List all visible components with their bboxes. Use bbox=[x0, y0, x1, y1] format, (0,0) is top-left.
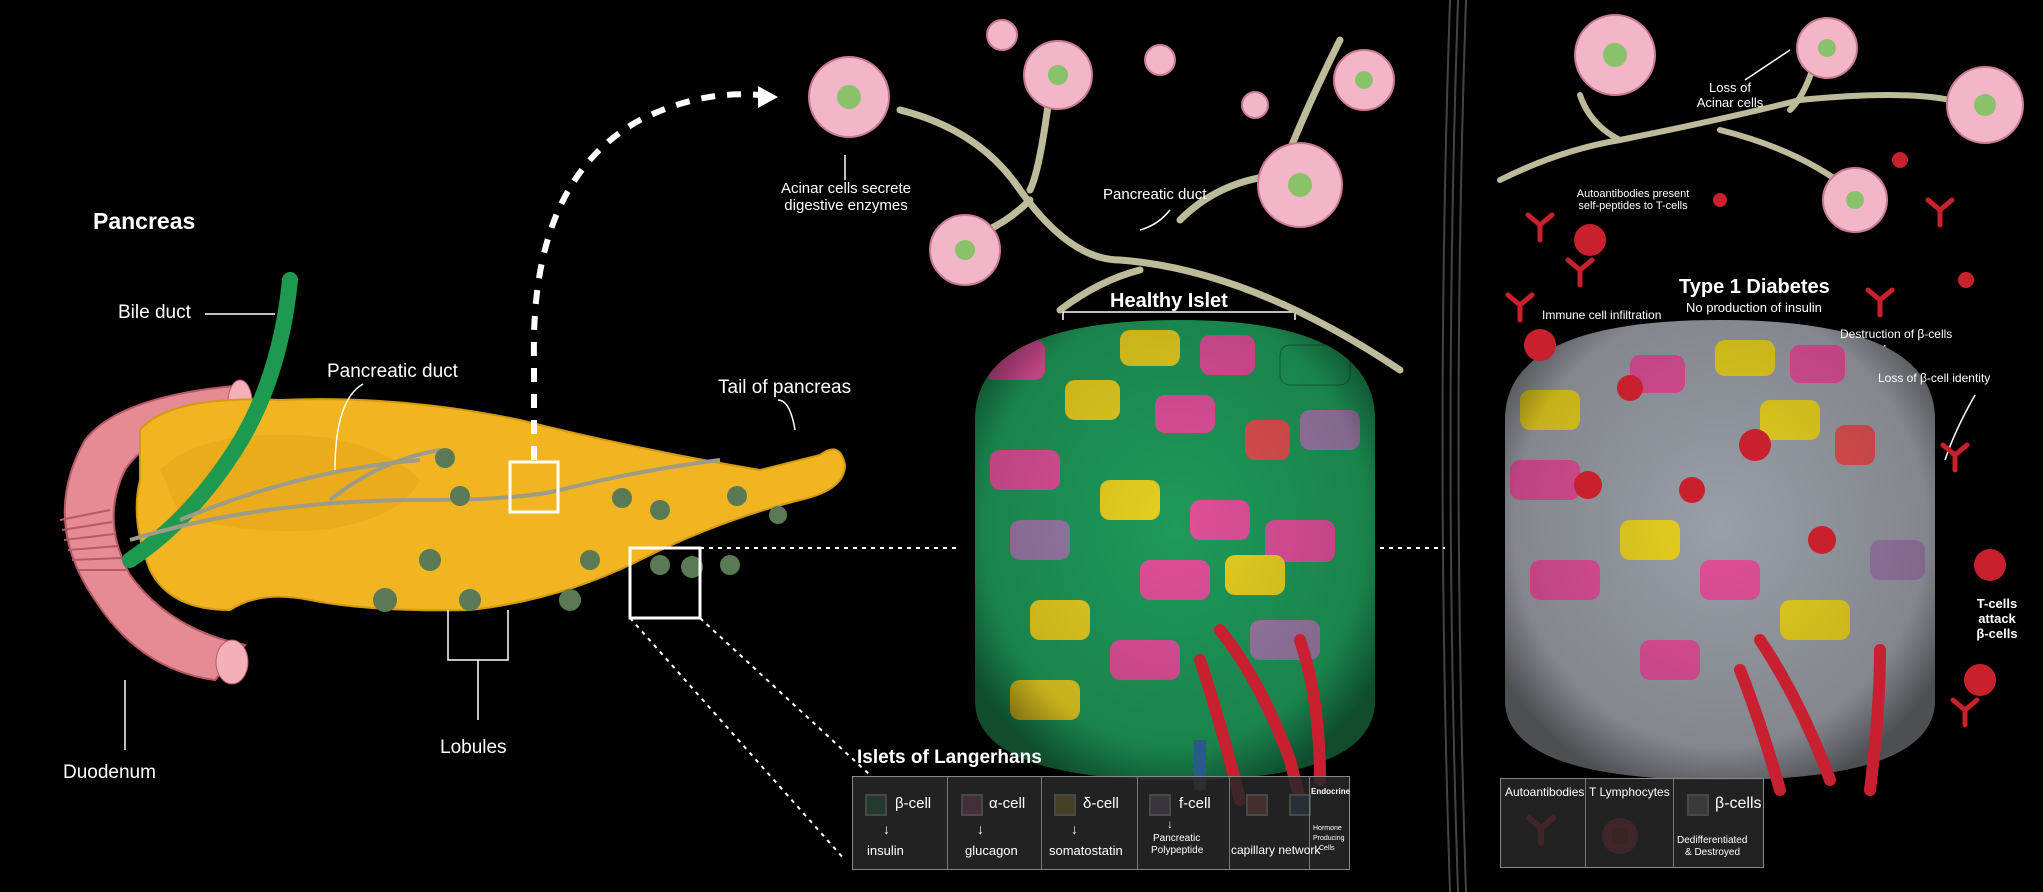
label-immune-infiltration: Immune cell infiltration bbox=[1542, 308, 1662, 322]
healthy-islet bbox=[975, 320, 1375, 780]
t1d-islet bbox=[1505, 320, 1935, 780]
acinar-clusters bbox=[808, 19, 1395, 286]
label-autoantibodies: Autoantibodies present self-peptides to … bbox=[1558, 188, 1708, 212]
legend-autoantibodies: Autoantibodies bbox=[1501, 779, 1586, 867]
label-t1d-title: Type 1 Diabetes bbox=[1679, 276, 1830, 298]
label-acinar-line1: Acinar cells secrete bbox=[780, 180, 912, 197]
legend-beta-hormone: insulin bbox=[867, 843, 904, 858]
arrow-down-icon: ↓ bbox=[977, 821, 984, 837]
legend-beta: β-cell ↓ insulin bbox=[853, 777, 948, 869]
label-lobules: Lobules bbox=[440, 737, 507, 758]
healthy-legend: β-cell ↓ insulin α-cell ↓ glucagon δ-cel… bbox=[852, 776, 1350, 870]
legend-tlymph: T Lymphocytes bbox=[1585, 779, 1674, 867]
label-loss-identity: Loss of β-cell identity bbox=[1878, 371, 1991, 385]
duodenum bbox=[59, 379, 253, 685]
arrow-down-icon: ↓ bbox=[1167, 817, 1173, 831]
legend-delta: δ-cell ↓ somatostatin bbox=[1041, 777, 1138, 869]
zoom-box-acinar bbox=[508, 460, 560, 514]
label-tcells-line1: T-cells bbox=[1976, 596, 2018, 611]
label-pancreatic-duct-top: Pancreatic duct bbox=[1103, 186, 1207, 203]
zoom-box-islet bbox=[628, 546, 702, 620]
label-t1d-sub: No production of insulin bbox=[1686, 300, 1822, 315]
label-acinar-line2: digestive enzymes bbox=[784, 197, 908, 214]
pancreatic-duct-lines bbox=[129, 448, 721, 542]
label-auto-line1: Autoantibodies present bbox=[1576, 188, 1690, 200]
legend-capillary: capillary network bbox=[1229, 777, 1320, 869]
legend-dediff-1: Dedifferentiated bbox=[1677, 835, 1748, 846]
legend-hormone-1: Hormone bbox=[1313, 825, 1342, 832]
legend-endocrine: Endocrine Hormone Producing Cells bbox=[1309, 777, 1351, 869]
legend-endocrine-label: Endocrine bbox=[1311, 787, 1351, 796]
legend-dediff-2: & Destroyed bbox=[1685, 847, 1741, 858]
legend-f-hormone-1: Pancreatic bbox=[1153, 833, 1201, 844]
label-tcells-attack: T-cells attack β-cells bbox=[1962, 596, 2032, 641]
label-tcells-line3: β-cells bbox=[1976, 626, 2018, 641]
label-bile-duct: Bile duct bbox=[118, 302, 191, 323]
legend-delta-hormone: somatostatin bbox=[1049, 843, 1123, 858]
antibodies bbox=[1505, 197, 1980, 728]
label-healthy-islet: Healthy Islet bbox=[1110, 290, 1228, 312]
legend-bcells: β-cells Dedifferentiated & Destroyed bbox=[1673, 779, 1763, 867]
label-loss-acinar: Loss of Acinar cells bbox=[1690, 80, 1770, 110]
legend-f-name: f-cell bbox=[1179, 795, 1211, 812]
panel-divider bbox=[1441, 0, 1467, 892]
legend-hormone-3: Cells bbox=[1319, 845, 1335, 852]
legend-f-hormone-2: Polypeptide bbox=[1151, 845, 1204, 856]
label-acinar: Acinar cells secrete digestive enzymes bbox=[776, 180, 916, 214]
legend-beta-name: β-cell bbox=[895, 795, 932, 812]
legend-autoantibodies-label: Autoantibodies bbox=[1505, 785, 1585, 799]
legend-alpha-hormone: glucagon bbox=[965, 843, 1018, 858]
label-auto-line2: self-peptides to T-cells bbox=[1578, 200, 1688, 212]
label-pancreas: Pancreas bbox=[93, 208, 196, 234]
legend-bcells-label: β-cells bbox=[1715, 795, 1762, 812]
legend-delta-name: δ-cell bbox=[1083, 795, 1119, 812]
legend-tlymph-label: T Lymphocytes bbox=[1589, 785, 1670, 799]
arrow-down-icon: ↓ bbox=[883, 821, 890, 837]
label-tail: Tail of pancreas bbox=[718, 377, 852, 398]
label-duodenum: Duodenum bbox=[63, 762, 156, 783]
legend-capillary-label: capillary network bbox=[1231, 843, 1321, 857]
legend-hormone-2: Producing bbox=[1313, 835, 1345, 842]
immune-cells bbox=[1524, 152, 2006, 696]
label-destruction: Destruction of β-cells bbox=[1840, 327, 1953, 341]
dashed-arrowhead bbox=[758, 86, 778, 108]
t1d-legend: Autoantibodies T Lymphocytes β-cells Ded… bbox=[1500, 778, 1764, 868]
label-islets-title: Islets of Langerhans bbox=[857, 747, 1042, 768]
label-pancreatic-duct-left: Pancreatic duct bbox=[327, 361, 458, 382]
dashed-connectors bbox=[530, 91, 1445, 861]
legend-alpha: α-cell ↓ glucagon bbox=[947, 777, 1042, 869]
t1d-capillaries bbox=[1734, 634, 1886, 796]
legend-f: f-cell ↓ Pancreatic Polypeptide bbox=[1137, 777, 1230, 869]
arrow-down-icon: ↓ bbox=[1071, 821, 1078, 837]
t1d-acinar-clusters bbox=[1574, 14, 2024, 233]
label-tcells-line2: attack bbox=[1978, 611, 2016, 626]
legend-alpha-name: α-cell bbox=[989, 795, 1026, 812]
label-loss-line2: Acinar cells bbox=[1696, 95, 1764, 110]
lobule-dots bbox=[373, 448, 787, 612]
label-loss-line1: Loss of bbox=[1709, 80, 1751, 95]
t1d-acinar-ducts bbox=[1497, 37, 1953, 193]
